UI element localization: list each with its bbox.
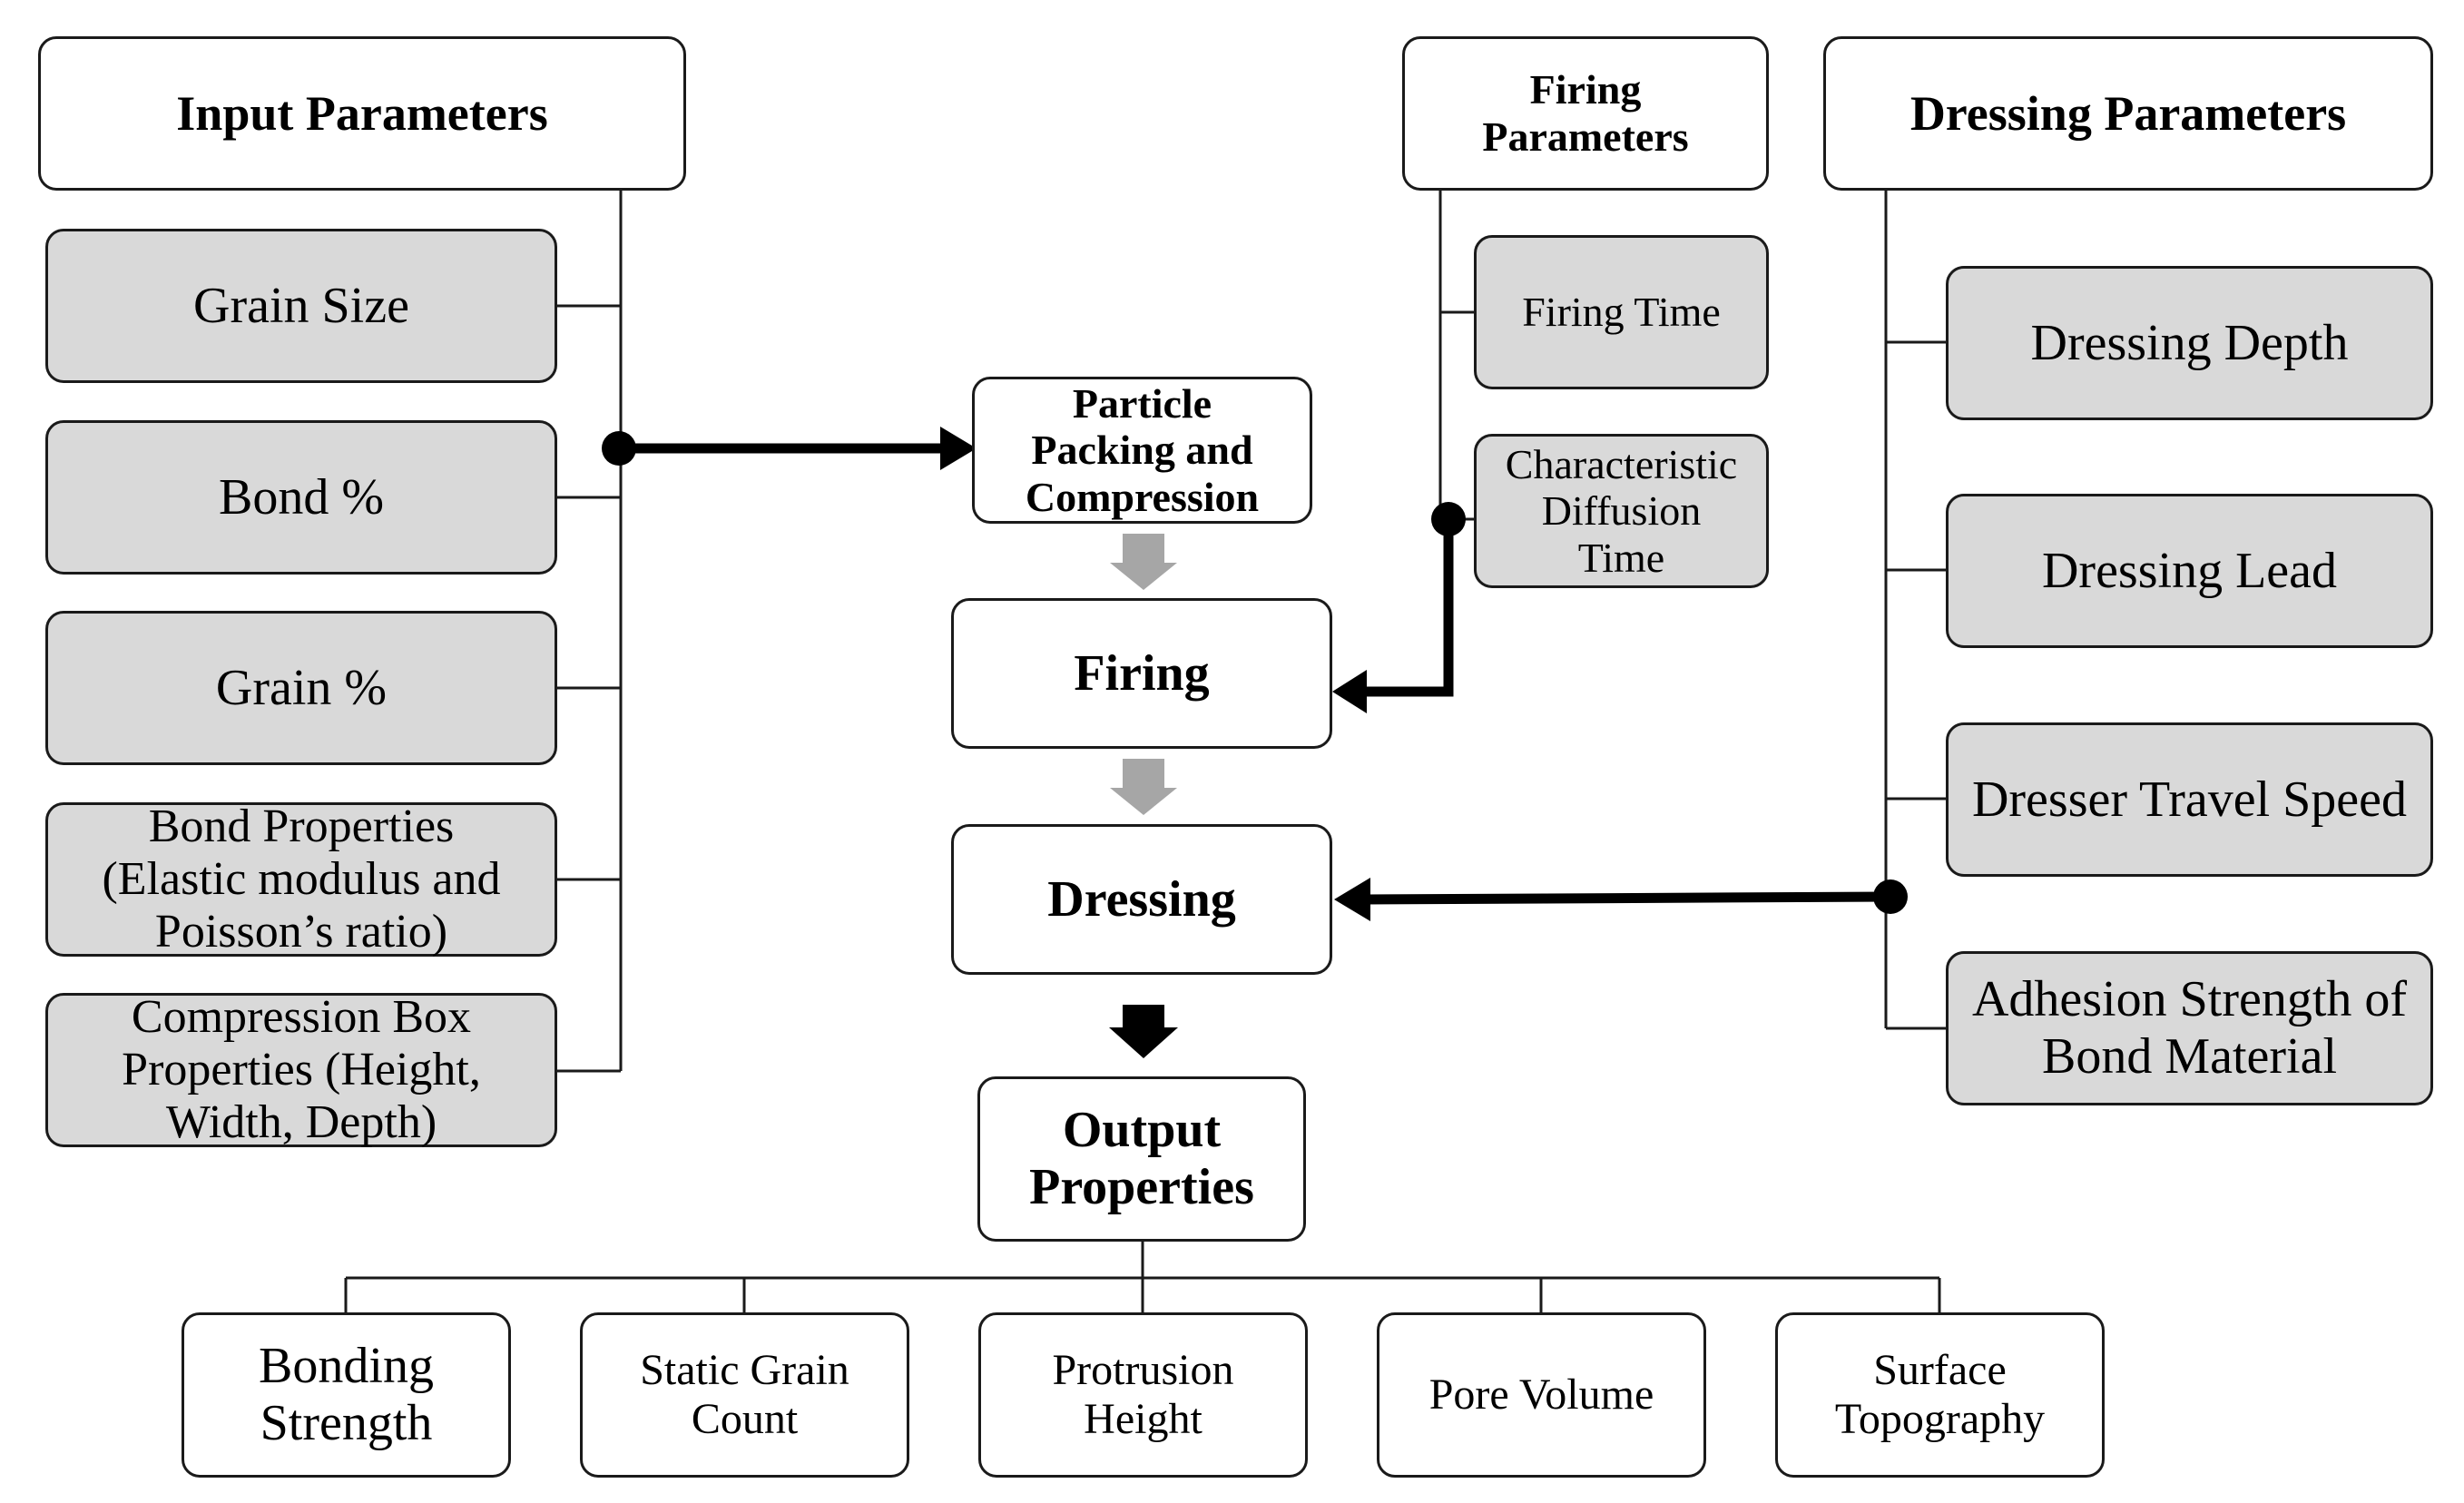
process-dressing: Dressing — [951, 824, 1332, 975]
input-to-packing-arrow — [602, 427, 977, 470]
param-dresser-travel-speed: Dresser Travel Speed — [1946, 722, 2433, 877]
dressing-parameters-title: Dressing Parameters — [1909, 85, 2347, 141]
param-adhesion-strength: Adhesion Strength of Bond Material — [1946, 951, 2433, 1105]
process-particle-packing-label: Particle Packing and Compression — [1025, 379, 1260, 520]
dressing-parameters-header: Dressing Parameters — [1823, 36, 2433, 191]
param-adhesion-strength-label: Adhesion Strength of Bond Material — [1971, 971, 2408, 1085]
param-diffusion-time: Characteristic Diffusion Time — [1474, 434, 1769, 588]
param-bond-percent-label: Bond % — [219, 468, 384, 526]
output-bonding-strength: Bonding Strength — [182, 1312, 511, 1478]
param-bond-properties: Bond Properties (Elastic modulus and Poi… — [45, 800, 557, 958]
param-grain-percent-label: Grain % — [215, 659, 388, 716]
output-protrusion-height: Protrusion Height — [978, 1312, 1308, 1478]
firing-parameters-header: Firing Parameters — [1402, 36, 1769, 191]
param-grain-size-label: Grain Size — [193, 277, 409, 334]
param-dressing-lead-label: Dressing Lead — [2041, 542, 2337, 599]
output-properties-label: Output Properties — [1029, 1102, 1254, 1215]
output-surface-topography-label: Surface Topography — [1834, 1346, 2046, 1443]
output-pore-volume-label: Pore Volume — [1428, 1370, 1654, 1420]
output-static-grain-count: Static Grain Count — [580, 1312, 909, 1478]
output-protrusion-height-label: Protrusion Height — [1052, 1346, 1234, 1443]
output-tree — [344, 1242, 1941, 1314]
input-parameters-header: Input Parameters — [38, 36, 686, 191]
param-dresser-travel-speed-label: Dresser Travel Speed — [1971, 771, 2408, 828]
param-grain-size: Grain Size — [45, 229, 557, 383]
param-diffusion-time-label: Characteristic Diffusion Time — [1505, 440, 1738, 581]
output-pore-volume: Pore Volume — [1377, 1312, 1706, 1478]
param-firing-time: Firing Time — [1474, 235, 1769, 389]
output-static-grain-count-label: Static Grain Count — [640, 1346, 849, 1443]
param-compression-box: Compression Box Properties (Height, Widt… — [45, 990, 557, 1149]
process-firing-label: Firing — [1074, 644, 1210, 702]
flow-arrow-packing-to-firing — [1110, 534, 1177, 590]
input-parameters-title: Input Parameters — [176, 85, 548, 141]
param-dressing-lead: Dressing Lead — [1946, 494, 2433, 648]
param-dressing-depth-label: Dressing Depth — [2030, 314, 2349, 371]
param-bond-percent: Bond % — [45, 420, 557, 575]
param-dressing-depth: Dressing Depth — [1946, 266, 2433, 420]
param-compression-box-label: Compression Box Properties (Height, Widt… — [122, 990, 481, 1149]
output-surface-topography: Surface Topography — [1775, 1312, 2105, 1478]
process-dressing-label: Dressing — [1047, 870, 1236, 928]
output-bonding-strength-label: Bonding Strength — [259, 1338, 434, 1451]
firing-bracket — [1438, 191, 1476, 521]
param-firing-time-label: Firing Time — [1522, 289, 1721, 336]
process-firing: Firing — [951, 598, 1332, 749]
output-properties-box: Output Properties — [977, 1076, 1306, 1242]
flow-arrow-firing-to-dressing — [1110, 759, 1177, 815]
input-bracket — [555, 191, 623, 1073]
firing-parameters-title: Firing Parameters — [1482, 66, 1689, 160]
flow-arrow-dressing-to-output — [1109, 1005, 1178, 1058]
firing-params-to-firing-arrow — [1332, 502, 1466, 713]
param-grain-percent: Grain % — [45, 611, 557, 765]
process-particle-packing: Particle Packing and Compression — [972, 377, 1312, 524]
param-bond-properties-label: Bond Properties (Elastic modulus and Poi… — [102, 800, 501, 958]
dressing-params-to-dressing-arrow — [1334, 878, 1908, 921]
